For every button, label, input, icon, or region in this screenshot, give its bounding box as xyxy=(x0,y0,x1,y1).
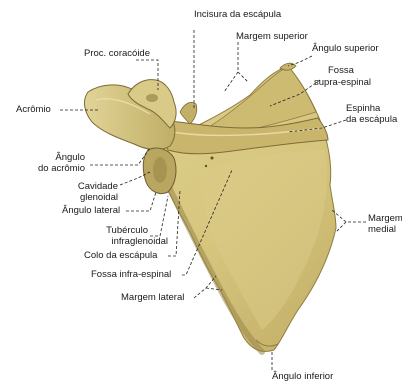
label-espinha-line1: Espinha xyxy=(346,104,380,115)
label-angulo-do-acromio-line1: Ângulo xyxy=(55,153,85,164)
label-proc-coracoide: Proc. coracóide xyxy=(84,49,150,60)
label-acromio: Acrômio xyxy=(16,105,51,116)
label-margem-medial-line1: Margem xyxy=(368,214,402,225)
label-tuberculo-line1: Tubérculo xyxy=(106,226,148,237)
label-margem-medial-line2: medial xyxy=(368,225,396,236)
label-cavidade-glenoidal-line2: glenoidal xyxy=(80,193,118,204)
label-angulo-inferior: Ângulo inferior xyxy=(272,372,333,383)
infraspinous-fossa-shading xyxy=(200,150,327,330)
label-angulo-lateral: Ângulo lateral xyxy=(62,206,120,217)
label-tuberculo-line2: infraglenoidal xyxy=(111,237,168,248)
label-colo-da-escapula: Colo da escápula xyxy=(84,251,157,262)
label-fossa-infra-espinal: Fossa infra-espinal xyxy=(91,270,171,281)
label-fossa-supra-espinal-line1: Fossa xyxy=(328,66,354,77)
label-angulo-do-acromio-line2: do acrômio xyxy=(38,164,85,175)
label-incisura-da-escapula: Incisura da escápula xyxy=(194,10,281,21)
label-cavidade-glenoidal-line1: Cavidade xyxy=(78,182,118,193)
label-angulo-superior: Ângulo superior xyxy=(312,44,379,55)
label-margem-lateral: Margem lateral xyxy=(121,293,184,304)
label-margem-superior: Margem superior xyxy=(236,32,308,43)
label-espinha-line2: da escápula xyxy=(346,115,397,126)
label-fossa-supra-espinal-line2: supra-espinal xyxy=(314,78,371,89)
